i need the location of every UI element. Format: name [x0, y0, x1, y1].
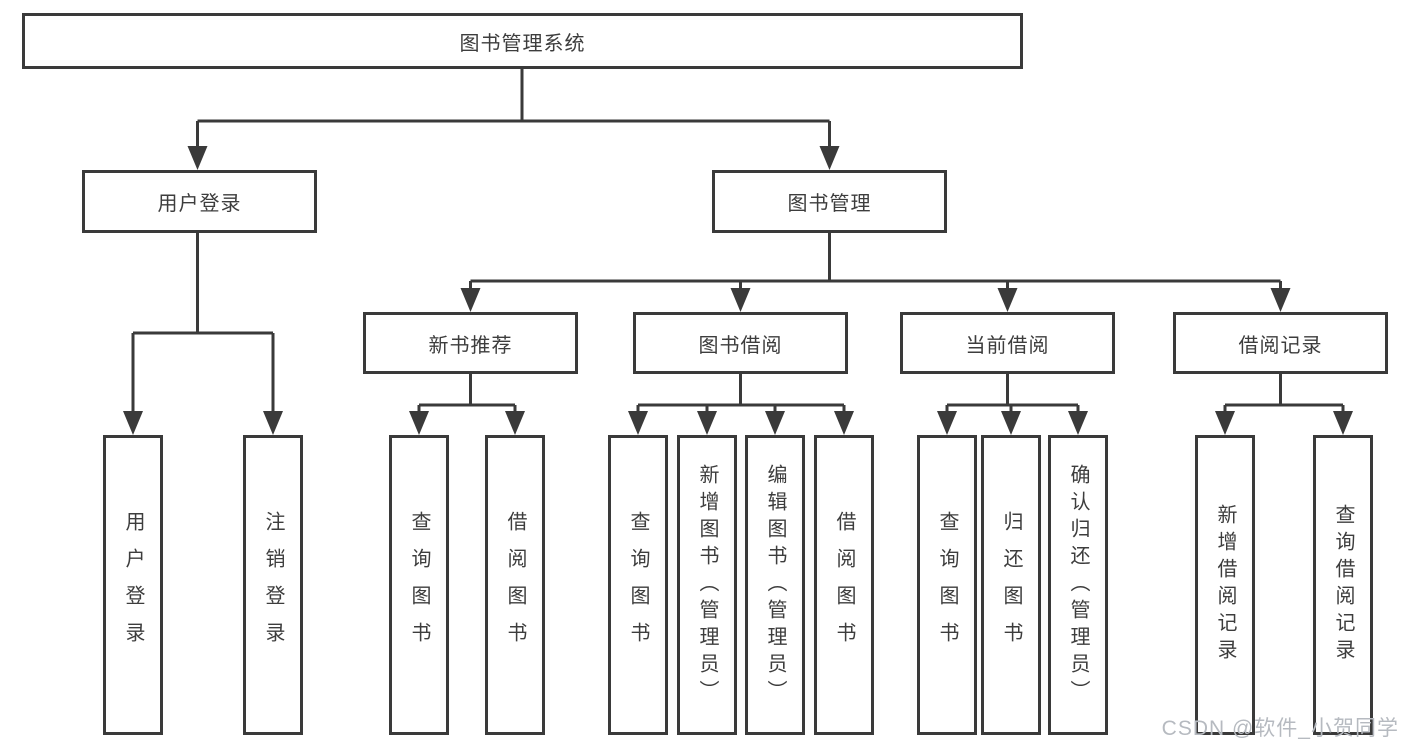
node-new-book-recommend-label: 新书推荐: [428, 334, 513, 357]
leaf-confirm-return-admin-label: 确认归还（管理员）: [1067, 463, 1089, 707]
node-book-borrow-label: 图书借阅: [698, 334, 783, 357]
node-root: 图书管理系统: [22, 13, 1023, 69]
leaf-borrow-books: 借阅图书: [814, 435, 874, 735]
node-borrow-records-label: 借阅记录: [1238, 334, 1323, 357]
leaf-query-books-recommend-label: 查询图书: [408, 511, 430, 659]
node-user-login-label: 用户登录: [157, 193, 242, 215]
node-book-borrow: 图书借阅: [633, 312, 848, 374]
leaf-confirm-return-admin: 确认归还（管理员）: [1048, 435, 1108, 735]
node-book-management: 图书管理: [712, 170, 947, 233]
leaf-query-books-borrow: 查询图书: [608, 435, 668, 735]
leaf-query-books-current: 查询图书: [917, 435, 977, 735]
leaf-query-books-recommend: 查询图书: [389, 435, 449, 735]
watermark: CSDN @软件_小贺同学: [1161, 717, 1399, 740]
leaf-borrow-books-recommend-label: 借阅图书: [504, 511, 526, 659]
leaf-query-borrow-record: 查询借阅记录: [1313, 435, 1373, 735]
node-new-book-recommend: 新书推荐: [363, 312, 578, 374]
leaf-borrow-books-label: 借阅图书: [833, 511, 855, 659]
leaf-query-borrow-record-label: 查询借阅记录: [1332, 504, 1354, 666]
leaf-borrow-books-recommend: 借阅图书: [485, 435, 545, 735]
leaf-user-login: 用户登录: [103, 435, 163, 735]
leaf-return-book: 归还图书: [981, 435, 1041, 735]
node-root-label: 图书管理系统: [459, 32, 586, 55]
node-user-login: 用户登录: [82, 170, 317, 233]
leaf-query-books-current-label: 查询图书: [936, 511, 958, 659]
leaf-query-books-borrow-label: 查询图书: [627, 511, 649, 659]
leaf-add-book-admin: 新增图书（管理员）: [677, 435, 737, 735]
leaf-edit-book-admin: 编辑图书（管理员）: [745, 435, 805, 735]
node-borrow-records: 借阅记录: [1173, 312, 1388, 374]
node-current-borrow: 当前借阅: [900, 312, 1115, 374]
leaf-logout-label: 注销登录: [262, 511, 284, 659]
leaf-add-borrow-record: 新增借阅记录: [1195, 435, 1255, 735]
node-current-borrow-label: 当前借阅: [965, 334, 1050, 357]
leaf-return-book-label: 归还图书: [1000, 511, 1022, 659]
leaf-add-borrow-record-label: 新增借阅记录: [1214, 504, 1236, 666]
leaf-add-book-admin-label: 新增图书（管理员）: [696, 463, 718, 707]
leaf-user-login-label: 用户登录: [122, 511, 144, 659]
leaf-edit-book-admin-label: 编辑图书（管理员）: [764, 463, 786, 707]
node-book-management-label: 图书管理: [787, 193, 872, 215]
leaf-logout: 注销登录: [243, 435, 303, 735]
